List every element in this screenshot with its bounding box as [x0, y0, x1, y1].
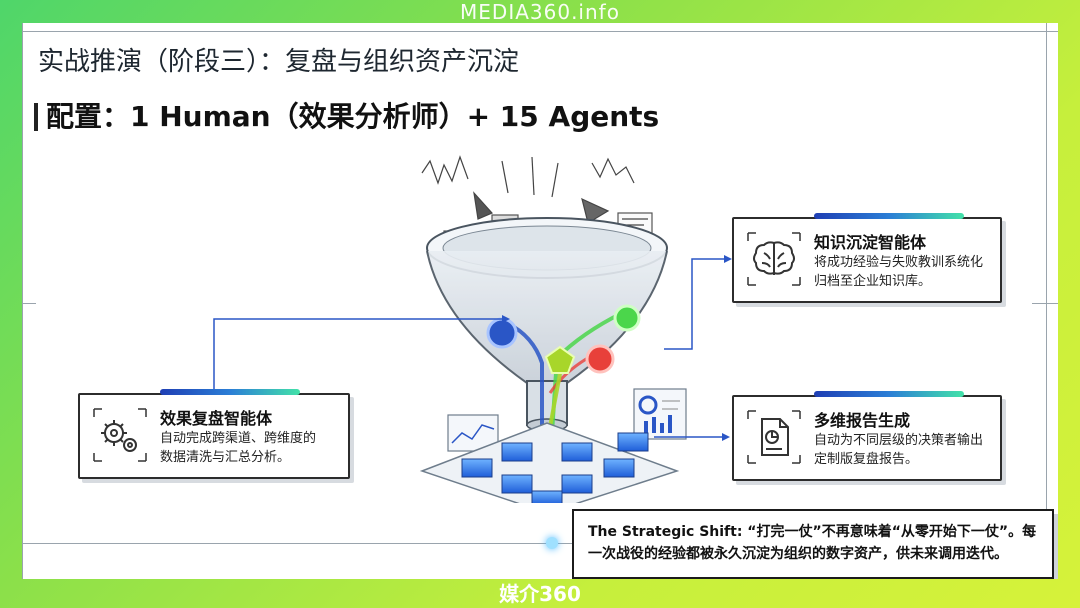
card-desc-line: 自动为不同层级的决策者输出: [814, 433, 984, 448]
connector-knowledge: [664, 255, 732, 350]
card-desc-line: 定制版复盘报告。: [814, 452, 919, 467]
report-icon: [746, 409, 802, 465]
card-accent-bar: [160, 389, 300, 395]
frame-line: [1046, 23, 1047, 579]
card-report-generation: 多维报告生成 自动为不同层级的决策者输出 定制版复盘报告。: [732, 391, 1002, 481]
frame-line: [22, 31, 1058, 32]
card-desc-line: 将成功经验与失败教训系统化: [814, 255, 984, 270]
frame-line: [22, 543, 582, 544]
frame-line: [22, 23, 23, 579]
connector-report: [654, 433, 730, 441]
card-review-agent: 效果复盘智能体 自动完成跨渠道、跨维度的 数据清洗与汇总分析。: [78, 389, 350, 479]
watermark-bottom: 媒介360: [499, 582, 581, 606]
strategic-shift-line: The Strategic Shift: “打完一仗”不再意味着“从零开始下一仗…: [588, 524, 1037, 540]
card-desc-line: 数据清洗与汇总分析。: [160, 450, 291, 465]
strategic-shift-box: The Strategic Shift: “打完一仗”不再意味着“从零开始下一仗…: [572, 509, 1054, 579]
slide: 实战推演（阶段三）：复盘与组织资产沉淀 配置：1 Human（效果分析师）+ 1…: [22, 23, 1058, 579]
watermark-top: MEDIA360.info: [460, 0, 620, 24]
glow-dot: [546, 537, 558, 549]
page-title: 实战推演（阶段三）：复盘与组织资产沉淀: [38, 47, 520, 77]
card-accent-bar: [814, 391, 964, 397]
connector-review: [213, 315, 510, 391]
config-heading: 配置：1 Human（效果分析师）+ 15 Agents: [46, 100, 660, 133]
frame-line: [22, 303, 36, 304]
strategic-shift-line: 一次战役的经验都被永久沉淀为组织的数字资产，供未来调用迭代。: [588, 546, 1008, 562]
card-desc-line: 自动完成跨渠道、跨维度的: [160, 431, 317, 446]
funnel-illustration: [419, 155, 687, 503]
card-title: 多维报告生成: [814, 411, 911, 430]
brain-icon: [746, 231, 802, 287]
card-accent-bar: [814, 213, 964, 219]
gears-icon: [92, 407, 148, 463]
card-knowledge-agent: 知识沉淀智能体 将成功经验与失败教训系统化 归档至企业知识库。: [732, 213, 1002, 303]
frame-line: [1032, 303, 1058, 304]
card-desc-line: 归档至企业知识库。: [814, 274, 932, 289]
card-title: 效果复盘智能体: [160, 409, 273, 428]
strategic-shift-text: The Strategic Shift: “打完一仗”不再意味着“从零开始下一仗…: [588, 521, 1044, 565]
title-bar: [34, 103, 38, 131]
card-title: 知识沉淀智能体: [814, 233, 927, 252]
